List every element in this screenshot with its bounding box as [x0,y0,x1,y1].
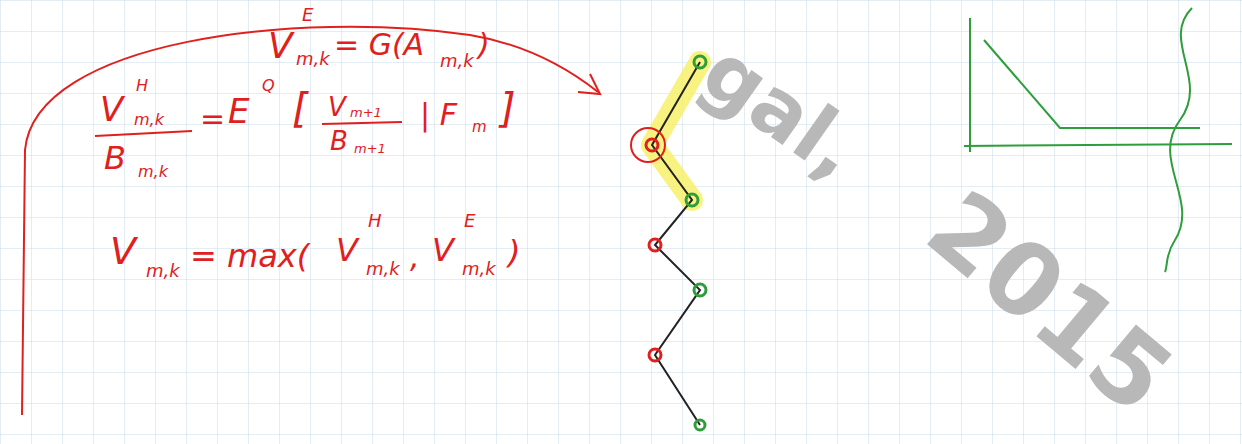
equation-symbol: m,k [462,260,496,278]
equation-symbol: ] [500,88,516,128]
equation-symbol: V [100,92,123,126]
equation-symbol: ) [508,236,520,268]
equation-symbol: m,k [146,262,180,280]
equation-symbol: V [328,94,346,120]
equation-symbol: = max( [190,240,309,272]
fraction-bar [95,131,192,136]
binomial-tree [652,62,700,425]
equation-symbol: m,k [134,112,164,128]
equation-symbol: | F [420,100,457,130]
equation-symbol: Q [262,78,275,94]
equation-symbol: = G(A [334,30,424,60]
equation-symbol: E [302,6,313,24]
equation-symbol: m,k [440,52,474,70]
equation-symbol: [ [292,88,308,128]
arrow-head [578,74,600,94]
equation-symbol: B [330,128,348,154]
equation-symbol: m+1 [354,142,386,155]
equation-symbol: m+1 [350,106,382,119]
equation-symbol: m,k [366,260,400,278]
equation-symbol: V [110,232,136,270]
equation-symbol: m,k [296,50,330,68]
equation-symbol: V [432,234,454,266]
fraction-bar [322,122,402,124]
curved-arrow [22,27,598,415]
equation-symbol: H [136,78,148,94]
equation-symbol: ) [478,30,490,60]
equation-symbol: m [472,120,487,135]
equation-symbol: V [268,28,293,64]
equation-symbol: E [228,94,249,128]
equation-symbol: B [104,142,126,174]
equation-symbol: H [368,212,382,230]
equation-symbol: = [200,104,225,134]
equation-symbol: , [410,242,420,272]
equation-symbol: V [336,234,358,266]
tree-nodes [631,56,706,430]
equation-symbol: E [464,212,475,230]
equation-symbol: m,k [138,164,168,180]
